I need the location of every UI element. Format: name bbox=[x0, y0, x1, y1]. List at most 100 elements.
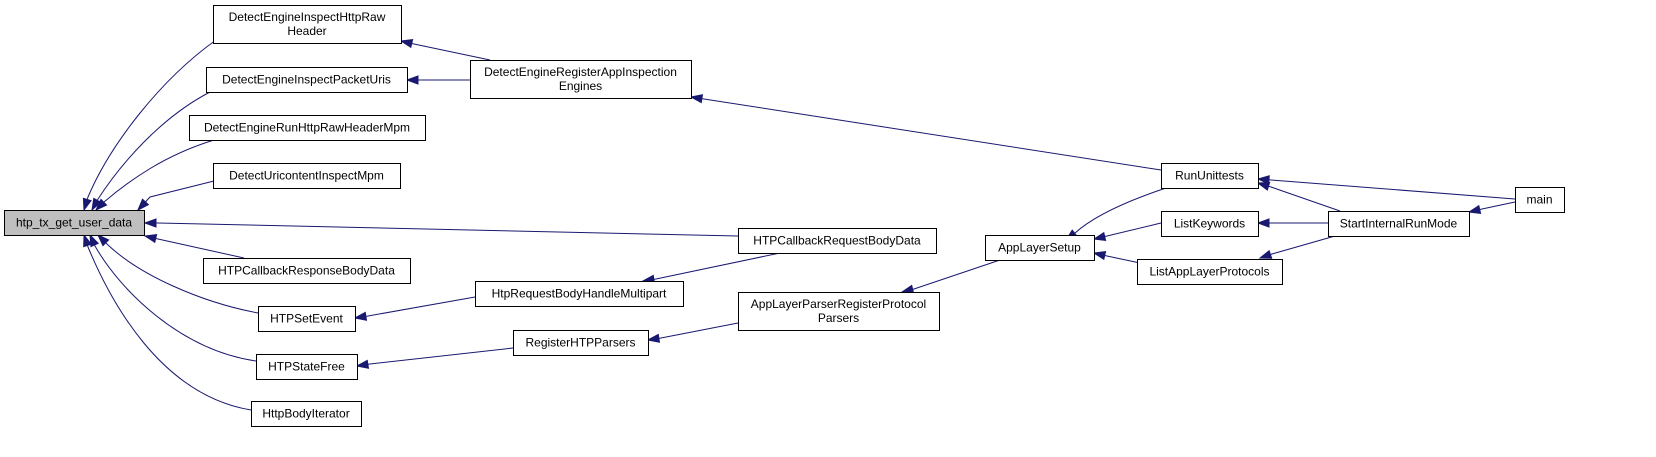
node-box[interactable] bbox=[213, 163, 401, 189]
node-label: DetectEngineInspectHttpRaw bbox=[229, 10, 386, 24]
edge-arrowhead bbox=[91, 197, 102, 212]
node-box[interactable] bbox=[1161, 211, 1259, 237]
node-label: DetectEngineInspectPacketUris bbox=[222, 73, 391, 87]
node-label: StartInternalRunMode bbox=[1340, 217, 1458, 231]
node-label: HTPCallbackRequestBodyData bbox=[753, 234, 921, 248]
node-box[interactable] bbox=[203, 258, 411, 284]
edge-arrowhead bbox=[94, 198, 108, 212]
node-box[interactable] bbox=[1137, 259, 1283, 285]
node-htpsetevent[interactable]: HTPSetEvent bbox=[258, 306, 356, 332]
edge-arrowhead bbox=[355, 359, 370, 369]
node-box[interactable] bbox=[1515, 187, 1565, 213]
edge-line bbox=[647, 322, 739, 341]
edge-line bbox=[89, 234, 257, 362]
node-label: DetectEngineRunHttpRawHeaderMpm bbox=[204, 121, 410, 135]
edge-n7-n0 bbox=[89, 233, 257, 362]
node-box[interactable] bbox=[1328, 211, 1470, 237]
node-htpcallbackresponsebodydata[interactable]: HTPCallbackResponseBodyData bbox=[203, 258, 411, 284]
node-box[interactable] bbox=[213, 5, 402, 44]
node-startinternalrunmode[interactable]: StartInternalRunMode bbox=[1328, 211, 1470, 237]
edge-arrowhead bbox=[83, 233, 93, 248]
node-htpcallbackrequestbodydata[interactable]: HTPCallbackRequestBodyData bbox=[738, 228, 937, 254]
node-listkeywords[interactable]: ListKeywords bbox=[1161, 211, 1259, 237]
node-detectenginerunhttprawheadermpm[interactable]: DetectEngineRunHttpRawHeaderMpm bbox=[189, 115, 426, 141]
edge-n18-n15 bbox=[1256, 181, 1341, 212]
node-rununittests[interactable]: RunUnittests bbox=[1161, 163, 1259, 189]
edge-line bbox=[901, 259, 1001, 293]
node-applayersetup[interactable]: AppLayerSetup bbox=[985, 235, 1095, 261]
node-label: AppLayerSetup bbox=[998, 241, 1081, 255]
node-detectengineinspectpacketuris[interactable]: DetectEngineInspectPacketUris bbox=[206, 67, 408, 93]
node-main[interactable]: main bbox=[1515, 187, 1565, 213]
node-box[interactable] bbox=[470, 60, 692, 99]
edge-line bbox=[144, 235, 245, 259]
node-listapplayerprotocols[interactable]: ListAppLayerProtocols bbox=[1137, 259, 1283, 285]
edge-line bbox=[1257, 182, 1341, 212]
edge-n14-n13 bbox=[900, 259, 1001, 294]
node-htprequestbodyhandlemultipart[interactable]: HtpRequestBodyHandleMultipart bbox=[475, 281, 684, 307]
node-box[interactable] bbox=[206, 67, 408, 93]
edge-line bbox=[83, 39, 217, 211]
node-box[interactable] bbox=[738, 228, 937, 254]
node-httpbodyiterator[interactable]: HttpBodyIterator bbox=[251, 401, 362, 427]
edge-n5-n0 bbox=[143, 233, 245, 259]
node-label: HTPSetEvent bbox=[270, 312, 343, 326]
node-htpstatefree[interactable]: HTPStateFree bbox=[256, 354, 358, 380]
edge-n6-n0 bbox=[96, 233, 259, 314]
node-label: Engines bbox=[559, 79, 602, 93]
node-box[interactable] bbox=[985, 235, 1095, 261]
edge-n9-n2 bbox=[405, 75, 470, 85]
edge-arrowhead bbox=[1256, 175, 1270, 185]
edge-n10-n11 bbox=[641, 252, 781, 284]
node-box[interactable] bbox=[513, 330, 649, 356]
node-label: RunUnittests bbox=[1175, 169, 1244, 183]
edge-arrowhead bbox=[405, 75, 419, 85]
edge-line bbox=[83, 234, 252, 411]
edge-n13-n12 bbox=[646, 322, 739, 343]
edge-n18-n16 bbox=[1256, 218, 1328, 228]
node-box[interactable] bbox=[738, 292, 940, 331]
edge-n15-n14 bbox=[1064, 187, 1167, 241]
edge-arrowhead bbox=[143, 218, 157, 228]
edge-line bbox=[1259, 235, 1336, 259]
edge-arrowhead bbox=[82, 197, 92, 212]
edge-n16-n14 bbox=[1092, 222, 1162, 242]
edge-arrowhead bbox=[96, 233, 110, 247]
edge-n19-n15 bbox=[1256, 175, 1516, 200]
edge-arrowhead bbox=[1092, 231, 1107, 242]
node-label: DetectUricontentInspectMpm bbox=[229, 169, 384, 183]
edge-n19-n18 bbox=[1467, 201, 1516, 215]
node-box[interactable] bbox=[189, 115, 426, 141]
node-htp-tx-get-user-data[interactable]: htp_tx_get_user_data bbox=[4, 210, 145, 236]
edge-n17-n14 bbox=[1092, 250, 1141, 264]
node-box[interactable] bbox=[1161, 163, 1259, 189]
node-box[interactable] bbox=[251, 401, 362, 427]
edge-line bbox=[354, 296, 476, 319]
node-label: HTPCallbackResponseBodyData bbox=[218, 264, 395, 278]
node-box[interactable] bbox=[475, 281, 684, 307]
node-box[interactable] bbox=[256, 354, 358, 380]
edge-arrowhead bbox=[1092, 250, 1107, 261]
node-label: HtpRequestBodyHandleMultipart bbox=[492, 287, 667, 301]
edge-line bbox=[642, 252, 781, 282]
node-detecturicontentinspectmpm[interactable]: DetectUricontentInspectMpm bbox=[213, 163, 401, 189]
edge-arrowhead bbox=[137, 198, 150, 212]
edge-arrowhead bbox=[646, 333, 661, 343]
edge-n3-n0 bbox=[94, 139, 215, 212]
edge-arrowhead bbox=[689, 94, 704, 104]
edge-line bbox=[1065, 187, 1167, 241]
node-label: ListAppLayerProtocols bbox=[1149, 265, 1269, 279]
edge-line bbox=[95, 139, 215, 211]
edge-n12-n7 bbox=[355, 347, 514, 369]
edge-arrowhead bbox=[1256, 181, 1271, 191]
edge-arrowhead bbox=[1256, 218, 1270, 228]
edge-arrowhead bbox=[353, 311, 368, 321]
node-label: main bbox=[1526, 193, 1552, 207]
node-box[interactable] bbox=[4, 210, 145, 236]
node-box[interactable] bbox=[258, 306, 356, 332]
node-registerhtpparsers[interactable]: RegisterHTPParsers bbox=[513, 330, 649, 356]
